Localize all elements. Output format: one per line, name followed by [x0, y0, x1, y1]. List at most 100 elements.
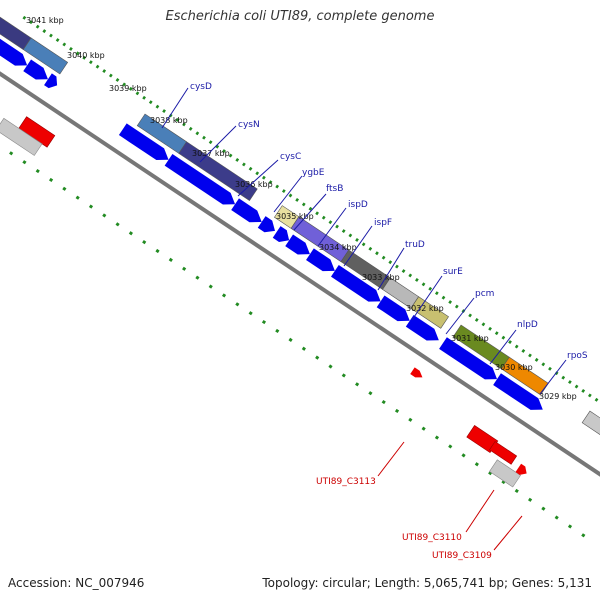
tick-mark [248, 166, 253, 171]
tick-mark [42, 29, 47, 34]
tick-mark [308, 206, 313, 211]
tick-mark [188, 126, 193, 131]
outer-tick-ring [22, 15, 599, 402]
tick-mark [248, 311, 253, 316]
cds-arrow [23, 59, 48, 80]
gene-label-truD: truD [405, 240, 425, 250]
genome-backbone [0, 71, 600, 477]
tick-mark [235, 302, 240, 307]
tick-mark [375, 251, 379, 256]
tick-mark [128, 231, 133, 236]
tick-mark [474, 462, 479, 467]
kbp-label: 3037 kbp [192, 149, 230, 158]
kbp-label: 3038 kbp [150, 116, 188, 125]
gene-label-ispD: ispD [348, 200, 368, 210]
tick-mark [288, 193, 293, 198]
tick-mark [62, 186, 67, 191]
tick-mark [208, 140, 213, 145]
tick-mark [448, 444, 453, 449]
cds-arrow [405, 314, 439, 341]
tick-mark [168, 257, 173, 262]
gene-label-surE: surE [443, 267, 463, 277]
tick-mark [341, 229, 346, 233]
tick-mark [175, 118, 180, 122]
tick-mark [215, 144, 220, 149]
gene-label-cysD: cysD [190, 82, 212, 92]
tick-mark [35, 168, 40, 174]
tick-mark [581, 389, 586, 393]
tick-mark [368, 391, 373, 396]
tick-mark [348, 233, 353, 238]
gene-label-ygbE: ygbE [302, 168, 325, 178]
cds-arrows [0, 32, 543, 410]
feature-bands [0, 16, 600, 463]
reverse-feature-red [515, 463, 527, 475]
kbp-label: 3031 kbp [451, 334, 489, 343]
tick-mark [574, 384, 579, 389]
tick-mark [528, 497, 533, 502]
tick-mark [448, 300, 453, 305]
cds-arrow [164, 153, 236, 205]
kbp-labels: 3041 kbp 3040 kbp 3039 kbp 3038 kbp 3037… [26, 16, 577, 401]
tick-mark [508, 340, 512, 345]
cds-arrow [439, 337, 498, 380]
kbp-label: 3040 kbp [67, 51, 105, 60]
gene-label-ftsB: ftsB [326, 184, 343, 194]
tick-mark [421, 426, 426, 431]
tick-mark [135, 91, 140, 96]
kbp-label: 3029 kbp [539, 392, 577, 401]
tick-mark [49, 33, 53, 38]
tick-mark [567, 524, 573, 529]
tick-mark [434, 435, 440, 440]
tick-mark [488, 471, 493, 476]
tick-mark [554, 515, 559, 520]
tick-mark [441, 295, 446, 300]
tick-mark [255, 171, 260, 176]
kbp-label: 3041 kbp [26, 16, 64, 25]
reverse-feature-grey [489, 459, 521, 488]
tick-mark [89, 60, 93, 65]
tick-mark [581, 533, 586, 538]
tick-mark [261, 320, 267, 325]
gene-band [178, 141, 258, 202]
kbp-label: 3033 kbp [362, 273, 400, 282]
cds-arrow [231, 198, 262, 223]
cds-arrow [285, 234, 310, 255]
tick-mark [122, 82, 127, 87]
gene-label-cysN: cysN [238, 120, 260, 130]
reverse-strand-features [0, 116, 527, 488]
locus-tag-label: UTI89_C3109 [432, 551, 492, 561]
tick-mark [408, 273, 413, 278]
topology-summary: Topology: circular; Length: 5,065,741 bp… [262, 576, 592, 590]
tick-mark [222, 149, 226, 154]
tick-mark [341, 373, 346, 378]
kbp-label: 3035 kbp [276, 212, 314, 221]
tick-mark [321, 215, 326, 220]
tick-mark [128, 86, 133, 91]
cds-arrow [257, 216, 275, 233]
tick-mark [454, 304, 459, 309]
tick-mark [561, 375, 566, 380]
gene-band [22, 37, 69, 75]
tick-mark [9, 151, 14, 156]
gene-label-nlpD: nlpD [517, 320, 538, 330]
tick-mark [548, 366, 552, 371]
gene-label-rpoS: rpoS [567, 351, 588, 361]
tick-mark [75, 51, 80, 56]
tick-mark [195, 275, 200, 280]
cds-arrow [118, 123, 169, 161]
tick-mark [521, 349, 526, 353]
cds-arrow [376, 295, 410, 322]
map-title: Escherichia coli UTI89, complete genome [165, 9, 435, 24]
tick-mark [361, 242, 366, 247]
gene-labels: cysD cysN cysC ygbE ftsB ispD ispF truD … [190, 82, 588, 361]
tick-mark [195, 131, 200, 136]
tick-mark [268, 180, 273, 185]
red-label-leaders [377, 441, 523, 551]
tick-mark [108, 73, 113, 78]
gene-label-leaders [161, 87, 567, 395]
tick-mark [235, 158, 240, 162]
tick-mark [335, 224, 339, 229]
